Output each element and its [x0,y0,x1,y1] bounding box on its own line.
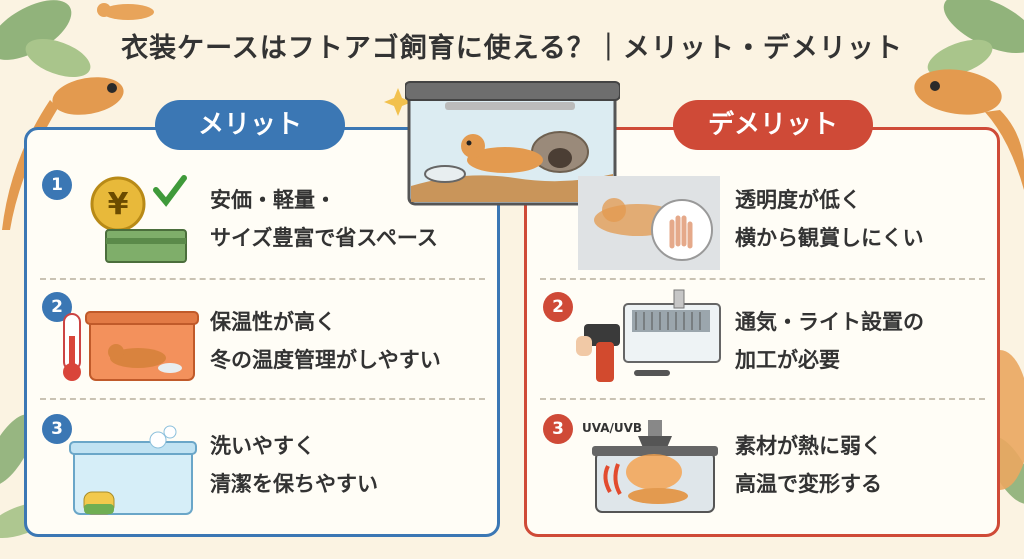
leaf-top-right-icon [927,0,1024,77]
leaf-top-left-icon [0,0,91,78]
separator [540,278,985,280]
separator [40,278,485,280]
demerit-line1: 素材が熱に弱く [735,434,882,458]
demerit-line2: 高温で変形する [735,472,882,496]
demerit-line1: 通気・ライト設置の [735,310,924,334]
merit-number-badge: 1 [42,170,72,200]
merit-line2: サイズ豊富で省スペース [210,226,438,250]
demerit-line2: 加工が必要 [735,348,840,372]
small-lizard-icon [97,3,154,20]
demerit-line2: 横から観賞しにくい [735,226,924,250]
demerit-number-badge: 2 [543,292,573,322]
separator [540,398,985,400]
page-title: 衣装ケースはフトアゴ飼育に使える？｜メリット・デメリット [121,33,903,64]
cloudy-case-lizard-icon [578,176,720,270]
terrarium-illustration [405,81,620,206]
sparkle-icon [384,88,412,116]
separator [40,398,485,400]
merit-line1: 洗いやすく [210,434,315,458]
uva-uvb-label: UVA/UVB [582,421,642,435]
demerit-line1: 透明度が低く [735,188,861,212]
merit-number-badge: 3 [42,414,72,444]
demerit-header: デメリット [673,100,873,150]
merit-line2: 清潔を保ちやすい [210,472,378,496]
demerit-number-badge: 3 [543,414,573,444]
yen-symbol: ¥ [108,187,129,222]
merit-header: メリット [155,100,345,150]
heat-lamp-case-icon: UVA/UVB [582,420,718,513]
clean-case-icon [69,425,197,515]
merit-line1: 保温性が高く [210,310,336,334]
merit-line2: 冬の温度管理がしやすい [210,348,441,372]
merit-line1: 安価・軽量・ [210,188,336,212]
yen-money-icon: ¥ [90,175,187,263]
warm-case-icon: °C [63,311,199,381]
drill-mesh-case-icon [576,289,721,382]
